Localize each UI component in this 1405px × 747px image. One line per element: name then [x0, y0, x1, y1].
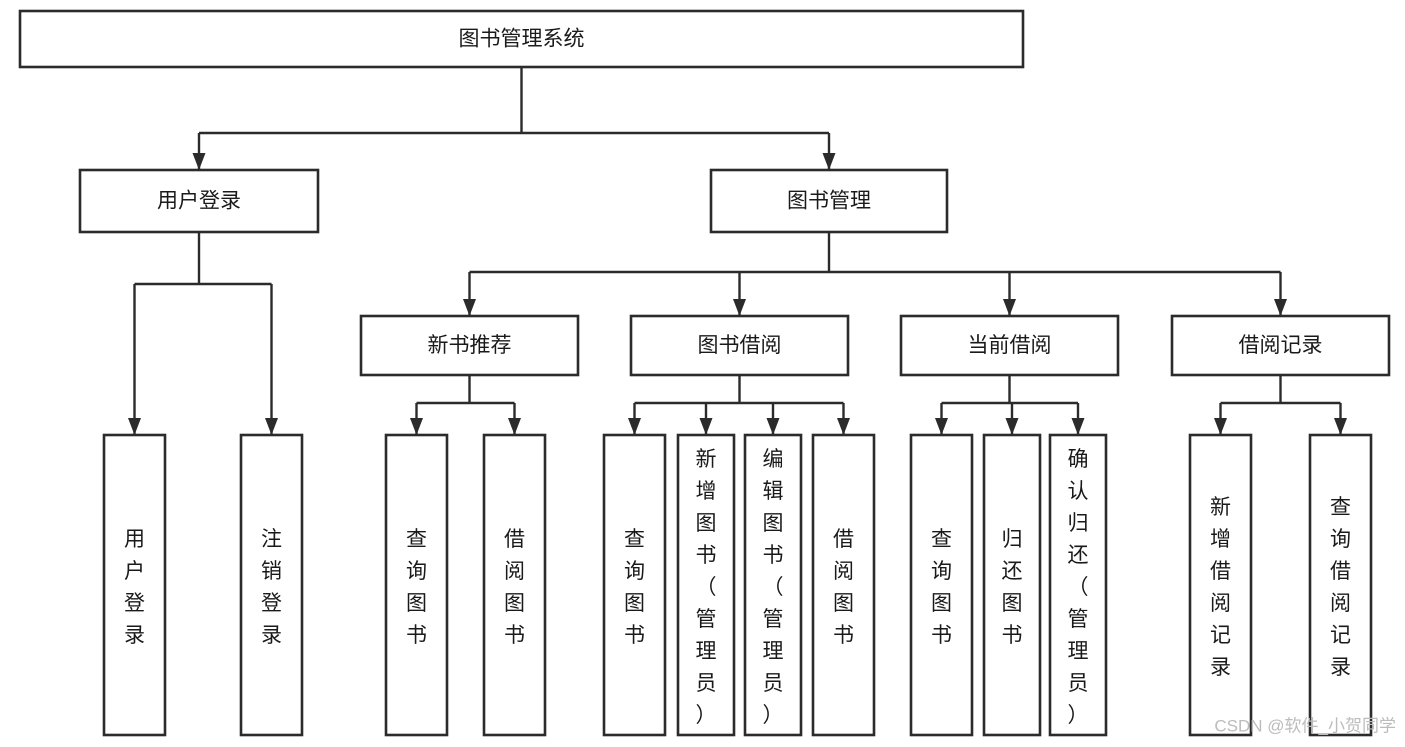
arrow-head-icon [837, 418, 850, 435]
arrow-head-icon [508, 418, 521, 435]
node-label-借阅图书: 借阅图书 [833, 528, 854, 647]
node-新增借阅记录[interactable]: 新增借阅记录 [1188, 433, 1253, 737]
node-box-新增借阅记录[interactable] [1188, 433, 1253, 737]
arrow-head-icon [128, 418, 141, 435]
node-box-确认归还管理员[interactable] [1048, 433, 1108, 737]
node-box-图书借阅[interactable] [629, 314, 850, 377]
node-label-查询图书: 查询图书 [931, 528, 952, 647]
arrow-head-icon [1071, 418, 1085, 435]
arrow-head-icon [822, 153, 836, 170]
node-box-查询借阅记录[interactable] [1308, 433, 1373, 737]
node-box-当前借阅[interactable] [899, 314, 1120, 377]
node-新书推荐[interactable]: 新书推荐 [359, 314, 580, 377]
arrow-head-icon [1214, 418, 1227, 435]
node-box-图书管理系统[interactable] [18, 9, 1025, 69]
arrow-head-icon [410, 418, 423, 435]
node-label-新书推荐: 新书推荐 [428, 334, 512, 357]
arrow-head-icon [1334, 418, 1347, 435]
arrow-head-icon [1003, 299, 1016, 316]
arrow-head-icon [463, 299, 476, 316]
node-label-编辑图书管理员: 编辑图书（管理员） [763, 448, 784, 727]
node-label-新增借阅记录: 新增借阅记录 [1210, 496, 1231, 679]
node-编辑图书管理员[interactable]: 编辑图书（管理员） [743, 433, 803, 737]
node-box-归还图书[interactable] [982, 433, 1042, 737]
node-box-新书推荐[interactable] [359, 314, 580, 377]
node-注销登录[interactable]: 注销登录 [239, 433, 304, 737]
node-查询借阅记录[interactable]: 查询借阅记录 [1308, 433, 1373, 737]
node-借阅记录[interactable]: 借阅记录 [1170, 314, 1391, 377]
node-box-查询图书[interactable] [909, 433, 974, 737]
node-查询图书[interactable]: 查询图书 [602, 433, 667, 737]
node-当前借阅[interactable]: 当前借阅 [899, 314, 1120, 377]
node-label-注销登录: 注销登录 [261, 528, 282, 647]
node-label-归还图书: 归还图书 [1002, 528, 1023, 647]
arrow-head-icon [1274, 299, 1287, 316]
connector-layer [128, 67, 1347, 435]
node-box-借阅图书[interactable] [811, 433, 876, 737]
arrow-head-icon [733, 299, 746, 316]
node-box-借阅记录[interactable] [1170, 314, 1391, 377]
node-查询图书[interactable]: 查询图书 [909, 433, 974, 737]
node-box-注销登录[interactable] [239, 433, 304, 737]
node-label-查询图书: 查询图书 [624, 528, 645, 647]
node-label-图书借阅: 图书借阅 [698, 334, 782, 357]
arrow-head-icon [1005, 418, 1019, 435]
node-查询图书[interactable]: 查询图书 [384, 433, 449, 737]
node-box-查询图书[interactable] [384, 433, 449, 737]
arrow-head-icon [935, 418, 948, 435]
arrow-head-icon [766, 418, 780, 435]
node-label-图书管理: 图书管理 [787, 190, 871, 213]
node-用户登录[interactable]: 用户登录 [78, 168, 320, 234]
node-label-借阅记录: 借阅记录 [1239, 334, 1323, 357]
watermark-label: CSDN @软件_小贺同学 [1214, 716, 1396, 735]
node-box-图书管理[interactable] [709, 168, 949, 234]
node-图书管理[interactable]: 图书管理 [709, 168, 949, 234]
node-label-借阅图书: 借阅图书 [504, 528, 525, 647]
node-box-用户登录[interactable] [78, 168, 320, 234]
node-图书借阅[interactable]: 图书借阅 [629, 314, 850, 377]
node-label-新增图书管理员: 新增图书（管理员） [696, 448, 717, 727]
node-借阅图书[interactable]: 借阅图书 [482, 433, 547, 737]
node-box-编辑图书管理员[interactable] [743, 433, 803, 737]
arrow-head-icon [699, 418, 713, 435]
node-box-新增图书管理员[interactable] [676, 433, 736, 737]
node-确认归还管理员[interactable]: 确认归还（管理员） [1048, 433, 1108, 737]
arrow-head-icon [265, 418, 278, 435]
arrow-head-icon [192, 153, 206, 170]
node-label-查询图书: 查询图书 [406, 528, 427, 647]
node-label-确认归还管理员: 确认归还（管理员） [1068, 448, 1089, 727]
node-layer: 图书管理系统用户登录图书管理新书推荐图书借阅当前借阅借阅记录用户登录注销登录查询… [18, 9, 1391, 737]
node-label-用户登录: 用户登录 [157, 190, 241, 213]
node-label-图书管理系统: 图书管理系统 [459, 28, 585, 51]
node-借阅图书[interactable]: 借阅图书 [811, 433, 876, 737]
arrow-head-icon [628, 418, 641, 435]
node-用户登录[interactable]: 用户登录 [102, 433, 167, 737]
node-归还图书[interactable]: 归还图书 [982, 433, 1042, 737]
node-box-用户登录[interactable] [102, 433, 167, 737]
node-新增图书管理员[interactable]: 新增图书（管理员） [676, 433, 736, 737]
node-box-借阅图书[interactable] [482, 433, 547, 737]
node-box-查询图书[interactable] [602, 433, 667, 737]
node-label-用户登录: 用户登录 [124, 528, 145, 647]
node-label-当前借阅: 当前借阅 [968, 334, 1052, 357]
node-图书管理系统[interactable]: 图书管理系统 [18, 9, 1025, 69]
node-label-查询借阅记录: 查询借阅记录 [1330, 496, 1351, 679]
